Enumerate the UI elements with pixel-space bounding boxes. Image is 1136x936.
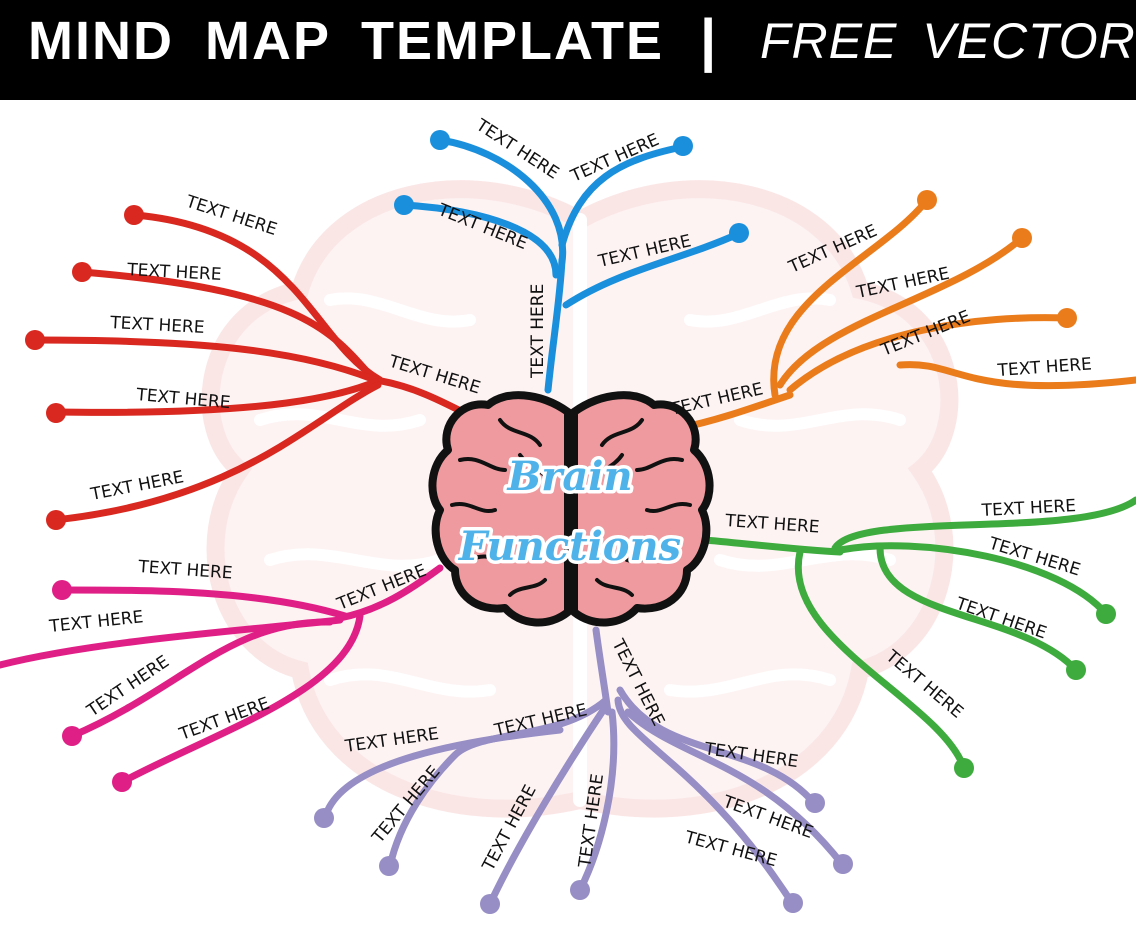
branch-green-leaf-3	[876, 544, 1080, 674]
branch-orange-leaf-3	[786, 314, 1070, 394]
branch-pink-leaf-label-2: TEXT HERE	[47, 607, 144, 637]
node-dot	[72, 262, 92, 282]
branch-bottom-purple	[321, 626, 846, 908]
node-dot	[673, 136, 693, 156]
node-dot	[46, 403, 66, 423]
branch-purple-nodes	[314, 793, 853, 914]
header-bar: MIND MAP TEMPLATE | FREE VECTOR	[0, 0, 1136, 100]
center-title-line1: Brain	[506, 453, 632, 500]
branch-purple-leaf-4	[576, 708, 618, 894]
branch-orange-nodes	[917, 190, 1077, 328]
branch-red-leaf-4	[51, 378, 379, 416]
branch-purple-leaf-label-8: TEXT HERE	[682, 827, 779, 871]
branch-top-leaf-3	[558, 143, 686, 249]
branch-green-nodes	[954, 604, 1116, 778]
node-dot	[1057, 308, 1077, 328]
node-dot	[805, 793, 825, 813]
node-dot	[379, 856, 399, 876]
node-dot	[1012, 228, 1032, 248]
node-dot	[954, 758, 974, 778]
branch-top-leaf-4	[562, 230, 742, 309]
background-brain-watermark	[201, 180, 959, 818]
center-title-line2: Functions	[458, 523, 681, 570]
branch-red-leaf-label-2: TEXT HERE	[126, 260, 222, 285]
node-dot	[124, 205, 144, 225]
page-subtitle: FREE VECTOR	[760, 13, 1136, 69]
title-separator: |	[700, 8, 717, 73]
branch-orange-leaf-2	[776, 234, 1026, 389]
branch-left-pink	[0, 564, 444, 786]
node-dot	[430, 130, 450, 150]
page-title: MIND MAP TEMPLATE	[28, 11, 664, 71]
branch-green-leaf-label-4: TEXT HERE	[881, 646, 967, 723]
brain-icon	[428, 391, 714, 627]
node-dot	[394, 195, 414, 215]
branch-orange-leaf-label-4: TEXT HERE	[996, 354, 1093, 381]
branch-purple-leaf-3	[486, 702, 610, 908]
node-dot	[1096, 604, 1116, 624]
node-dot	[480, 894, 500, 914]
node-dot	[62, 726, 82, 746]
branch-red-leaf-2	[78, 268, 374, 379]
branch-red-nodes	[25, 205, 144, 530]
branch-green-leaf-4	[794, 548, 968, 772]
node-dot	[729, 223, 749, 243]
node-dot	[783, 893, 803, 913]
branch-red-leaf-label-3: TEXT HERE	[109, 313, 205, 338]
branch-green-leaf-1	[831, 496, 1136, 552]
branch-red-leaf-3	[31, 336, 379, 384]
branch-orange-leaf-4	[896, 361, 1136, 390]
branch-top	[401, 136, 742, 394]
branch-pink-trunk	[336, 564, 444, 622]
branch-top-main-label: TEXT HERE	[528, 284, 548, 379]
branch-red-leaf-label-1: TEXT HERE	[183, 191, 280, 239]
branch-top-trunk	[544, 256, 566, 394]
branch-right-green	[701, 496, 1136, 772]
branch-purple-leaf-2	[321, 726, 564, 822]
branch-right-orange	[676, 196, 1136, 432]
node-dot	[314, 808, 334, 828]
branch-pink-leaf-4	[118, 612, 364, 786]
branch-purple-leaf-1	[386, 696, 610, 870]
node-dot	[917, 190, 937, 210]
node-dot	[570, 880, 590, 900]
branch-pink-leaf-3	[68, 618, 334, 740]
node-dot	[1066, 660, 1086, 680]
branch-orange-leaf-1	[770, 196, 931, 399]
branch-green-leaf-label-1: TEXT HERE	[980, 496, 1076, 521]
branch-purple-leaf-5	[614, 696, 796, 907]
node-dot	[833, 854, 853, 874]
branch-red-leaf-5	[51, 381, 382, 524]
branch-pink-leaf-1	[58, 586, 349, 620]
branch-pink-nodes	[52, 580, 132, 792]
branch-green-leaf-2	[836, 542, 1110, 618]
branch-top-leaf-2	[401, 201, 560, 279]
node-dot	[52, 580, 72, 600]
branch-top-nodes	[394, 130, 749, 243]
branch-green-trunk	[701, 536, 844, 556]
node-dot	[25, 330, 45, 350]
node-dot	[112, 772, 132, 792]
node-dot	[46, 510, 66, 530]
branch-purple-leaf-6	[624, 708, 846, 868]
branch-purple-leaf-7	[616, 686, 818, 807]
